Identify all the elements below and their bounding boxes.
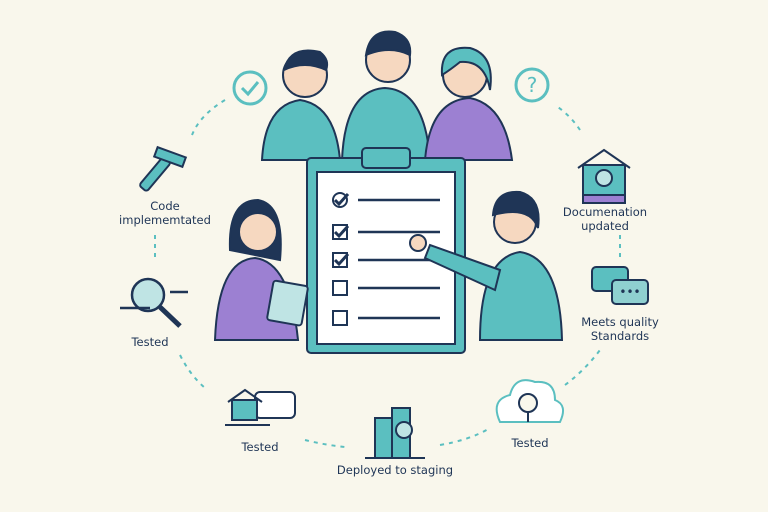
building-gear-icon bbox=[365, 407, 425, 459]
checkbox bbox=[332, 252, 348, 268]
clipboard bbox=[306, 147, 466, 354]
question-circle-icon: ? bbox=[514, 67, 550, 103]
chat-house-icon bbox=[225, 388, 296, 426]
check-mark-icon bbox=[333, 252, 350, 267]
check-mark-icon bbox=[333, 224, 350, 239]
step-label-code-implemented: Code implememtated bbox=[119, 199, 211, 227]
people-group bbox=[260, 30, 514, 161]
check-mark-icon bbox=[333, 192, 350, 207]
step-label-quality: Meets quality Standards bbox=[581, 315, 659, 343]
magnifier-icon bbox=[120, 277, 188, 328]
step-label-documentation: Documenation updated bbox=[562, 205, 648, 233]
cloud-lightbulb-icon bbox=[495, 379, 565, 423]
svg-text:?: ? bbox=[527, 73, 538, 97]
checkbox bbox=[332, 224, 348, 240]
step-label-deployed: Deployed to staging bbox=[336, 463, 454, 477]
check-circle-icon bbox=[232, 70, 268, 106]
woman-with-tablet bbox=[213, 198, 309, 341]
step-label-tested-3: Tested bbox=[511, 436, 549, 450]
checkbox bbox=[332, 310, 348, 326]
man-pointing bbox=[409, 190, 564, 341]
hammer-icon bbox=[139, 145, 188, 192]
cycle-arrows bbox=[154, 99, 621, 448]
step-label-tested-1: Tested bbox=[131, 335, 169, 349]
house-gear-icon bbox=[577, 148, 631, 204]
svg-text:•••: ••• bbox=[619, 285, 640, 299]
step-label-tested-2: Tested bbox=[241, 440, 279, 454]
chat-bubbles-icon: ••• bbox=[591, 266, 649, 305]
checkbox bbox=[332, 280, 348, 296]
checkbox bbox=[332, 192, 348, 208]
